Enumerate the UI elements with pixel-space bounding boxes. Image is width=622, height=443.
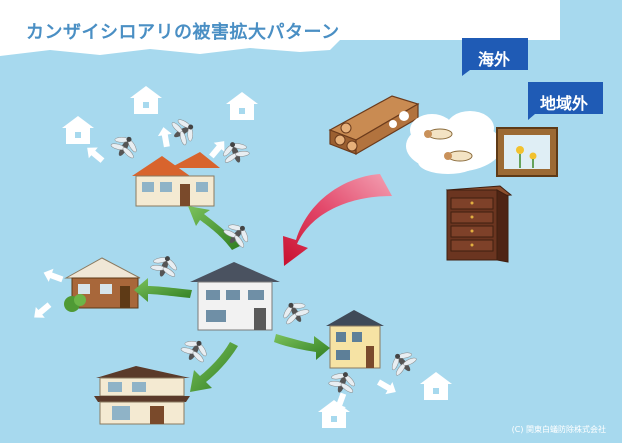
neighbor-house-top-icon <box>132 152 220 207</box>
origin-house-icon <box>190 262 280 331</box>
neighbor-house-bottom-icon <box>94 366 190 425</box>
infestation-entry-arrow <box>283 174 392 266</box>
spread-arrow-up <box>188 206 240 250</box>
spread-arrow-right <box>274 334 330 360</box>
dresser-icon <box>445 185 513 263</box>
diagram-title: カンザイシロアリの被害拡大パターン <box>26 22 340 43</box>
copyright-text: (C) 関東白蟻防除株式会社 <box>511 425 606 434</box>
neighbor-house-right-icon <box>326 310 384 369</box>
spread-arrow-left <box>134 278 192 302</box>
overseas-flag <box>462 38 528 76</box>
outside-region-label: 地域外 <box>540 94 589 113</box>
spread-arrow-down-left <box>190 342 238 392</box>
outside-region-flag <box>528 82 603 120</box>
termite-worker-icon <box>424 128 473 162</box>
neighbor-house-left-icon <box>64 257 141 312</box>
framed-painting-icon <box>496 127 558 177</box>
overseas-label: 海外 <box>478 50 511 69</box>
